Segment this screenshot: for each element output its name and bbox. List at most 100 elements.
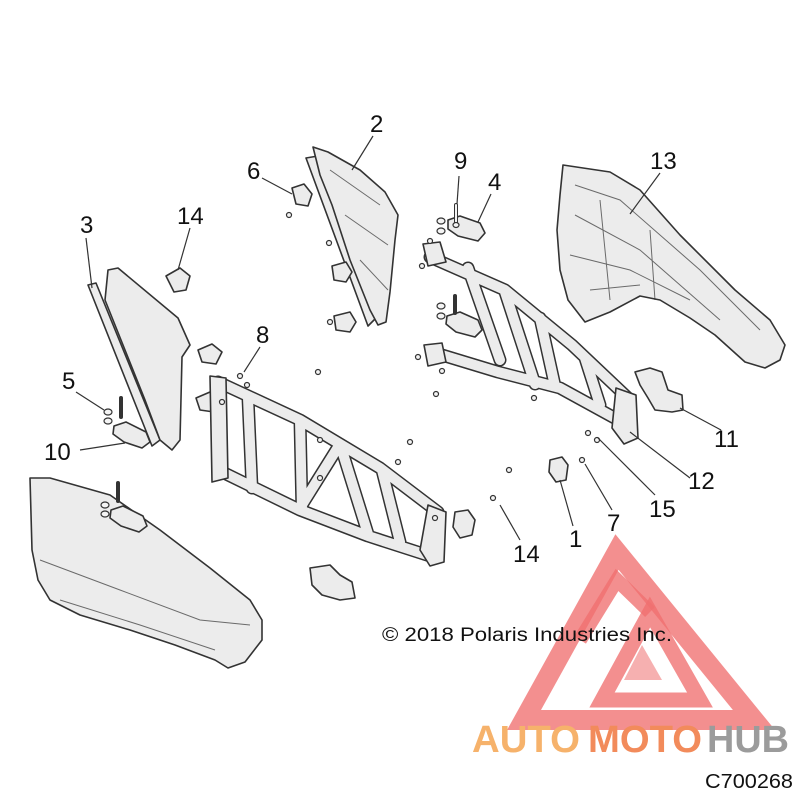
leader-line-5	[75, 391, 105, 411]
logo-inner-triangle	[589, 596, 713, 708]
bracket-1	[548, 456, 569, 483]
leader-line-1	[559, 479, 574, 527]
logo-outer-triangle	[507, 534, 776, 730]
clip-14-top	[165, 267, 191, 293]
clip-6	[291, 183, 313, 207]
bolts	[116, 203, 458, 503]
callout-4: 4	[488, 169, 501, 196]
callouts: 2 6 9 4 13 3 14 8 5 10 11 12 15 1 7 14	[44, 111, 739, 568]
callout-8: 8	[256, 322, 269, 349]
nut	[452, 221, 460, 229]
leader-line-6	[261, 177, 293, 195]
callout-13: 13	[650, 148, 677, 175]
callout-3: 3	[80, 212, 93, 239]
front-frame-left-plate	[209, 375, 229, 483]
screw	[505, 466, 513, 474]
part-3-panel	[87, 267, 191, 451]
callout-9: 9	[454, 148, 467, 175]
part-13-panel	[556, 164, 786, 369]
nut	[100, 510, 110, 518]
hinge-10-upper	[112, 421, 151, 449]
screw	[285, 211, 293, 219]
leader-line-13	[629, 172, 661, 215]
screw	[316, 474, 324, 482]
copyright-notice: © 2018 Polaris Industries Inc.	[382, 625, 672, 646]
latch-11	[634, 367, 684, 413]
frame-12-end-plate	[611, 387, 639, 445]
front-frame	[209, 375, 447, 567]
nut	[436, 217, 446, 225]
clip-panel-2-lower	[333, 311, 357, 333]
latch-bottom	[309, 564, 356, 601]
screw	[325, 239, 333, 247]
nut	[103, 408, 113, 416]
watermark-wordmark: AUTO MOTO HUB	[472, 719, 789, 761]
callout-11: 11	[714, 426, 739, 453]
screw	[431, 514, 439, 522]
leader-line-11	[679, 407, 722, 431]
frame-12-plate-lower	[423, 342, 447, 367]
logo-text-auto: AUTO	[472, 719, 580, 761]
screw	[578, 456, 586, 464]
drawing-number: C700268	[705, 771, 793, 793]
callout-2: 2	[370, 111, 383, 138]
lower-bumper-panel	[29, 477, 263, 669]
callout-10: 10	[44, 439, 71, 466]
nut	[100, 501, 110, 509]
nut	[436, 227, 446, 235]
screw	[218, 398, 226, 406]
bumper-crease	[39, 559, 251, 651]
screw	[438, 367, 446, 375]
screw	[489, 494, 497, 502]
logo-text-moto: MOTO	[588, 719, 702, 761]
callout-7: 7	[607, 510, 620, 537]
leader-line-12	[629, 431, 691, 479]
part-2-panel	[305, 146, 399, 327]
screw	[584, 429, 592, 437]
panel-2-ribs	[329, 169, 389, 291]
leader-line-9	[456, 175, 460, 205]
screw	[530, 394, 538, 402]
panel-13-body	[556, 164, 786, 369]
nut	[436, 312, 446, 320]
nut	[103, 417, 113, 425]
leader-line-10	[79, 442, 126, 451]
leader-line-7	[584, 463, 613, 511]
front-frame-end-plate	[419, 504, 447, 567]
callout-14-top: 14	[177, 203, 204, 230]
callout-15: 15	[649, 496, 676, 523]
leader-line-14-bottom	[499, 504, 521, 541]
nut	[436, 302, 446, 310]
screw	[426, 237, 434, 245]
screw	[418, 262, 426, 270]
callout-14-bottom: 14	[513, 541, 540, 568]
screw	[316, 436, 324, 444]
hinge-4-lower	[445, 311, 483, 338]
hardware	[100, 211, 601, 522]
leader-line-3	[85, 237, 93, 289]
watermark-logo	[507, 534, 776, 730]
clip-panel-2-upper	[331, 261, 353, 283]
clip-frame-upper	[197, 343, 223, 365]
leader-line-15	[597, 437, 656, 496]
leader-line-2	[351, 135, 374, 171]
callout-12: 12	[688, 468, 715, 495]
logo-text-hub: HUB	[707, 719, 789, 761]
callout-1: 1	[569, 526, 582, 553]
front-frame-bars-fill	[213, 377, 443, 561]
frame-12-plate-upper	[422, 241, 447, 267]
logo-center-triangle	[624, 645, 662, 680]
screw	[414, 353, 422, 361]
part-12-frame	[422, 241, 639, 445]
bumper-body	[29, 477, 263, 669]
leader-lines	[75, 135, 722, 541]
frame-12-bars-fill	[425, 252, 633, 427]
logo-m-stroke	[574, 568, 655, 644]
hinge-10-lower	[109, 505, 148, 533]
panel-3-body	[104, 267, 191, 451]
screw	[236, 372, 244, 380]
callout-6: 6	[247, 158, 260, 185]
screw	[314, 368, 322, 376]
screw	[394, 458, 402, 466]
